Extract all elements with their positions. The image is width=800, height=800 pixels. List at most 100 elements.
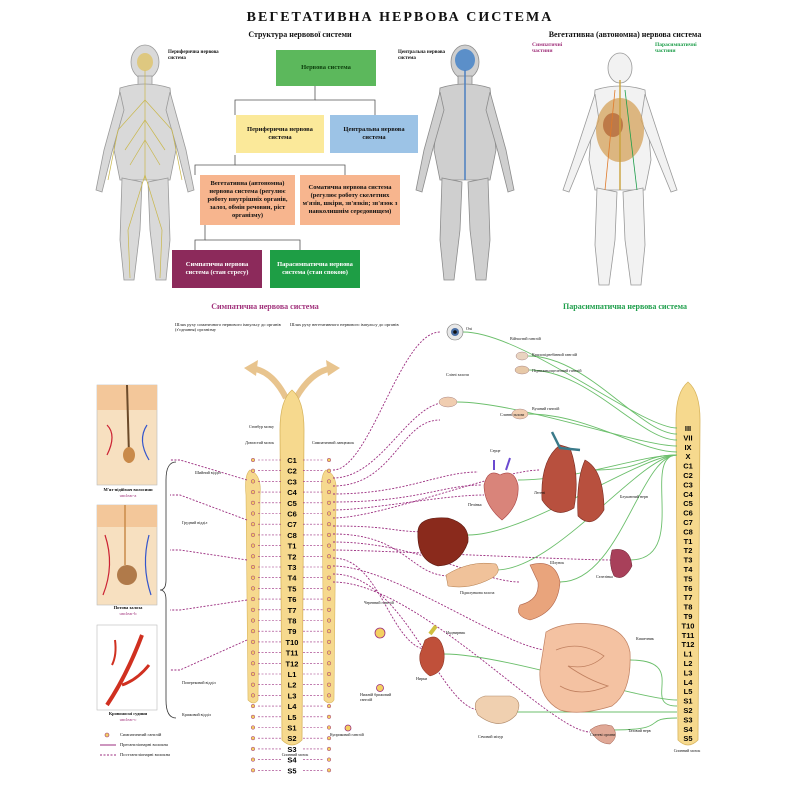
spine-right-iii: III <box>685 424 691 433</box>
sympathetic-skin-fiber <box>170 639 248 671</box>
chain-ganglion <box>250 682 256 687</box>
chain-ganglion <box>326 768 332 773</box>
spine-right-t12: T12 <box>682 640 695 649</box>
spine-right-t2: T2 <box>684 546 693 555</box>
chain-ganglion <box>250 522 256 527</box>
chain-ganglion <box>326 693 332 698</box>
spine-left-l3: L3 <box>288 691 297 700</box>
sympathetic-fiber <box>332 573 481 711</box>
chain-ganglion <box>326 575 332 580</box>
skin-hair-illustration <box>96 384 158 486</box>
lacrimal-organ <box>515 351 529 361</box>
blood-vessel-illustration <box>96 624 158 711</box>
sympathetic-skin-fiber <box>170 494 248 521</box>
sympathetic-fiber <box>332 533 451 577</box>
chain-ganglion <box>326 490 332 495</box>
sympathetic-fiber <box>332 419 441 487</box>
label-spinal-cord-right: Спинний мозок <box>673 748 701 753</box>
chain-ganglion <box>326 479 332 484</box>
chain-ganglion <box>250 607 256 612</box>
chain-ganglion <box>250 479 256 484</box>
spine-left-s2: S2 <box>287 734 296 743</box>
note-somatic-path: Шлях руху соматичного нервового імпульсу… <box>175 322 281 332</box>
spine-left-s1: S1 <box>287 724 296 733</box>
chain-ganglion <box>326 639 332 644</box>
sympathetic-fiber <box>332 494 485 511</box>
parasympathetic-fiber <box>611 717 678 731</box>
box-somatic: Соматична нервова система (регулює робот… <box>300 175 400 225</box>
label-kidney: Нирки <box>416 676 428 681</box>
chain-ganglion <box>326 511 332 516</box>
right-spinal-cord <box>675 381 701 746</box>
label-brain-stem: Стовбур мозку <box>248 424 274 429</box>
chain-ganglion <box>326 597 332 602</box>
spine-left-l2: L2 <box>288 681 297 690</box>
legend-ganglion: Симпатичний ганглій <box>120 732 162 737</box>
chain-ganglion <box>326 607 332 612</box>
label-intestine: Кишечник <box>636 636 654 641</box>
skin-subcaption-3: unclear-c <box>119 717 137 722</box>
spine-left-t2: T2 <box>288 552 297 561</box>
box-parasympathetic: Парасимпатична нервова система (стан спо… <box>270 250 360 288</box>
stomach-organ <box>518 563 561 621</box>
label-spleen: Селезінка <box>596 574 613 579</box>
chain-ganglion <box>250 661 256 666</box>
spine-left-l4: L4 <box>288 702 298 711</box>
spine-left-c2: C2 <box>287 467 297 476</box>
label-ciliary: Війчастий ганглій <box>510 336 541 341</box>
spine-right-l4: L4 <box>684 678 694 687</box>
box-peripheral: Периферична нервова система <box>236 115 324 153</box>
genital-organ <box>589 724 616 745</box>
chain-ganglion <box>250 768 256 773</box>
spine-left-c8: C8 <box>287 531 297 540</box>
spine-left-t11: T11 <box>286 649 299 658</box>
chain-ganglion <box>250 532 256 537</box>
spine-right-c1: C1 <box>683 462 693 471</box>
parasympathetic-fiber <box>456 401 678 447</box>
note-autonomic-path: Шлях руху вегетативного нервового імпуль… <box>290 322 399 327</box>
label-thoracic: Грудний відділ <box>182 520 208 525</box>
spine-right-ix: IX <box>684 443 691 452</box>
salivary-organ-2 <box>438 396 458 408</box>
chain-ganglion <box>250 575 256 580</box>
chain-ganglion <box>250 714 256 719</box>
spine-right-t8: T8 <box>684 603 693 612</box>
chain-ganglion <box>250 597 256 602</box>
chain-ganglion <box>326 682 332 687</box>
label-spinal-cord-left: Спинний мозок <box>281 752 309 757</box>
structure-connectors <box>194 85 376 250</box>
label-liver: Печінка <box>468 502 482 507</box>
spine-left-s5: S5 <box>287 766 296 775</box>
spine-right-s2: S2 <box>683 706 692 715</box>
skin-bracket <box>159 461 177 719</box>
parasympathetic-fiber <box>629 659 678 707</box>
skin-caption-2: Потова залоза <box>113 605 143 610</box>
sympathetic-fiber <box>332 471 479 495</box>
spine-left-l1: L1 <box>288 670 297 679</box>
chain-ganglion <box>326 650 332 655</box>
chain-ganglion <box>326 457 332 463</box>
spine-right-l2: L2 <box>684 659 693 668</box>
parasympathetic-fiber <box>528 369 678 441</box>
label-vagus: Блукаючий нерв <box>620 494 648 499</box>
spine-left-c4: C4 <box>287 488 297 497</box>
gland-organ <box>511 408 529 420</box>
chain-ganglion <box>250 543 256 548</box>
chain-ganglion <box>250 725 256 730</box>
spine-right-s3: S3 <box>683 715 692 724</box>
box-sympathetic: Симпатична нервова система (стан стресу) <box>172 250 262 288</box>
label-adrenal: Наднирник <box>446 630 466 635</box>
chain-ganglion <box>250 457 256 463</box>
parasympathetic-fiber <box>527 413 678 453</box>
label-cervical: Шийний відділ <box>195 470 221 475</box>
central-figure-label: Центральна нервова система <box>398 50 446 61</box>
label-inferior-mes: Нижній брижовий ганглій <box>360 692 392 702</box>
parasympathetic-fiber <box>527 355 678 435</box>
sympathetic-fiber <box>332 401 449 479</box>
pancreas-organ <box>445 562 499 588</box>
spine-left-t8: T8 <box>288 617 297 626</box>
spine-right-c8: C8 <box>683 527 693 536</box>
spine-right-c3: C3 <box>683 480 693 489</box>
spine-right-t4: T4 <box>684 565 694 574</box>
parasympathetic-fiber <box>559 454 678 583</box>
